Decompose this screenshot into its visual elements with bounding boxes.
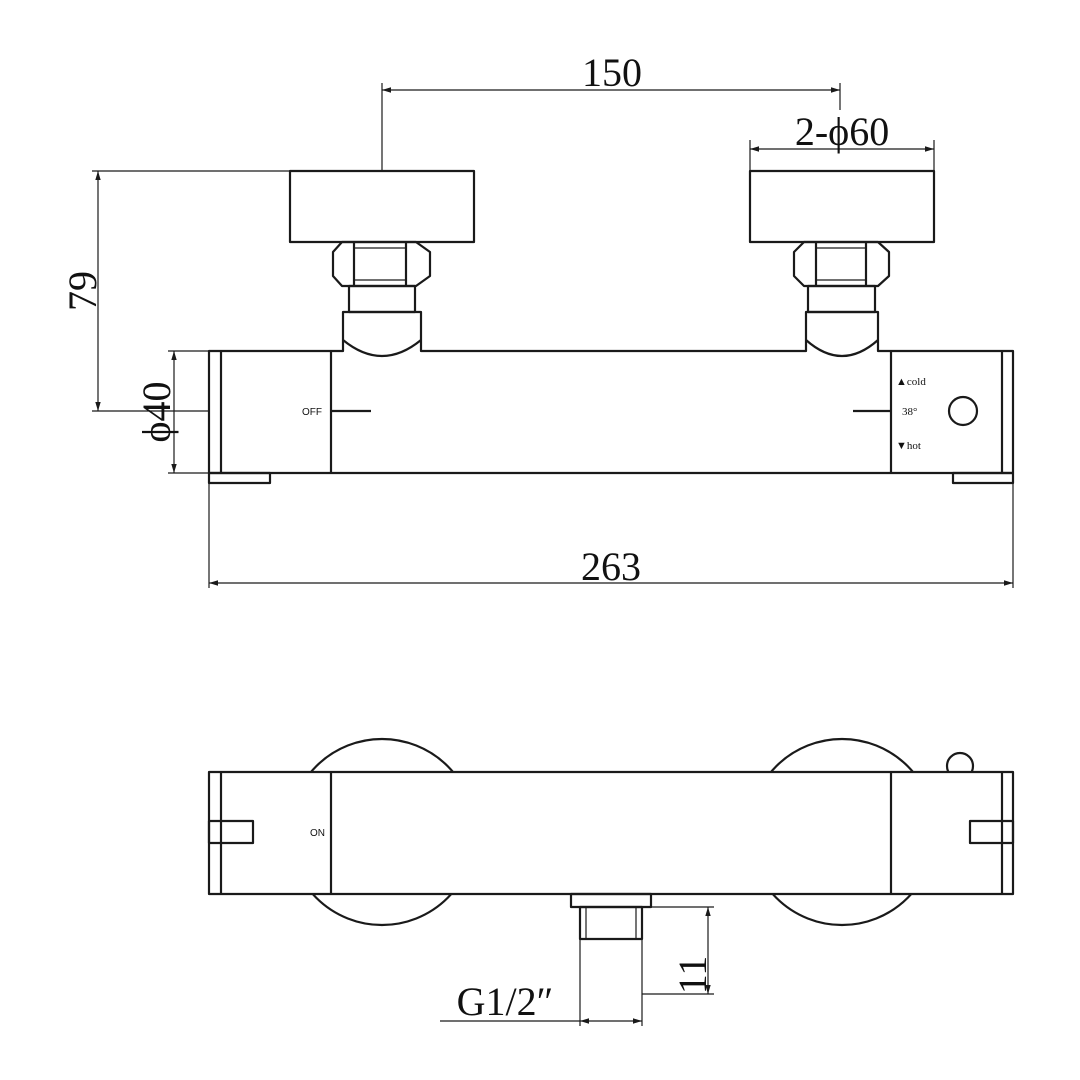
- off-label: OFF: [302, 407, 322, 418]
- svg-text:G1/2″: G1/2″: [457, 979, 554, 1024]
- right-handle: [748, 169, 936, 244]
- left-foot: [207, 471, 272, 485]
- svg-text:2-ϕ60: 2-ϕ60: [795, 109, 889, 154]
- outlet-collar: [569, 892, 653, 909]
- right-foot: [951, 471, 1015, 485]
- front-view: OFF ▲cold 38° ▼hot: [207, 169, 1015, 485]
- svg-text:ϕ40: ϕ40: [134, 381, 179, 442]
- front-body: [207, 310, 1015, 475]
- on-label: ON: [310, 828, 325, 839]
- svg-text:263: 263: [581, 544, 641, 589]
- left-handle: [288, 169, 476, 244]
- outlet-thread: [578, 905, 644, 941]
- bottom-view: ON: [207, 737, 1015, 941]
- svg-text:11: 11: [670, 956, 715, 995]
- svg-text:79: 79: [60, 271, 105, 311]
- dim-body-diameter: ϕ40: [134, 350, 209, 474]
- dim-height: 79: [60, 170, 290, 412]
- svg-text:150: 150: [582, 50, 642, 95]
- dim-outlet-length: 11: [642, 906, 715, 995]
- dim-overall-length: 263: [208, 473, 1014, 589]
- left-hex-nut: [331, 240, 432, 314]
- temperature-button: [947, 395, 979, 427]
- dim-handle-spacing: 150: [381, 50, 841, 171]
- dim-handle-diameter: 2-ϕ60: [749, 109, 935, 171]
- hot-label: ▼hot: [896, 440, 921, 452]
- cold-label: ▲cold: [896, 376, 926, 388]
- right-hex-nut: [792, 240, 891, 314]
- temperature-label: 38°: [902, 406, 917, 418]
- bottom-body: [207, 770, 1015, 896]
- dim-outlet-thread: G1/2″: [440, 939, 643, 1026]
